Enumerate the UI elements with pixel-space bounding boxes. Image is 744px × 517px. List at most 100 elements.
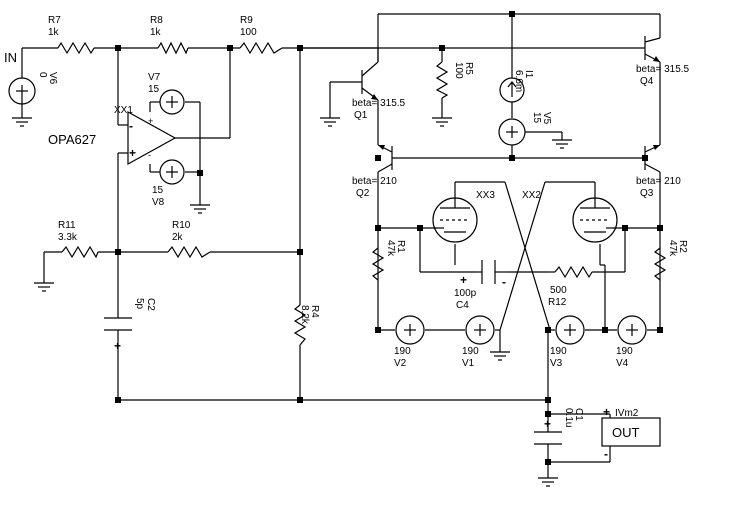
r12-ref: R12: [548, 297, 567, 308]
c1-value: 0.1u: [563, 408, 574, 427]
i1-value: 6.6m: [513, 70, 524, 92]
v8-value: 15: [152, 185, 164, 196]
source-v7: V7 15: [148, 72, 185, 115]
svg-text:+: +: [603, 405, 610, 419]
r5-ref: R5: [463, 62, 474, 75]
r2-value: 47k: [667, 240, 678, 257]
c4-value: 100p: [454, 288, 477, 299]
i1-ref: I1: [523, 70, 534, 79]
wires: [21, 13, 661, 478]
svg-text:+: +: [148, 116, 153, 126]
q1-beta: beta= 315.5: [352, 98, 406, 109]
r11-value: 3.3k: [58, 232, 78, 243]
source-i1: I1 6.6m: [499, 70, 534, 103]
v5-ref: V5: [541, 112, 552, 125]
capacitor-c2: + C2 5p: [104, 298, 156, 353]
v6-value: 0: [37, 72, 48, 78]
svg-text:-: -: [502, 275, 506, 289]
v6-ref: V6: [47, 72, 58, 85]
svg-text:+: +: [544, 417, 551, 431]
c1-ref: C1: [573, 408, 584, 421]
v1-value: 190: [462, 346, 479, 357]
resistor-r9: R9 100: [239, 15, 283, 55]
resistor-r8: R8 1k: [150, 15, 189, 55]
resistor-r2: R2 47k: [653, 240, 688, 281]
tube-xx2: XX2: [522, 190, 618, 243]
r4-value: 8.2k: [299, 305, 310, 325]
r12-value: 500: [550, 285, 567, 296]
r7-ref: R7: [48, 15, 61, 26]
r4-ref: R4: [309, 305, 320, 318]
r1-ref: R1: [395, 240, 406, 253]
q4-beta: beta= 315.5: [636, 64, 690, 75]
tube-xx3: XX3: [432, 190, 495, 243]
v7-ref: V7: [148, 72, 161, 83]
r2-ref: R2: [677, 240, 688, 253]
source-v6: V6 0: [8, 72, 58, 105]
resistor-r5: R5 100: [435, 61, 474, 99]
v3-value: 190: [550, 346, 567, 357]
v4-ref: V4: [616, 358, 629, 369]
v1-ref: V1: [462, 358, 475, 369]
source-v3: 190 V3: [550, 315, 585, 369]
q2-ref: Q2: [356, 188, 370, 199]
svg-text:+: +: [114, 339, 121, 353]
source-v2: 190 V2: [394, 315, 425, 369]
r9-value: 100: [240, 27, 257, 38]
svg-text:-: -: [148, 150, 151, 160]
meter-ref: IVm2: [615, 408, 639, 419]
junction-dots: [115, 11, 663, 465]
r8-ref: R8: [150, 15, 163, 26]
v2-value: 190: [394, 346, 411, 357]
v2-ref: V2: [394, 358, 407, 369]
svg-text:-: -: [129, 119, 133, 133]
svg-text:-: -: [604, 447, 608, 461]
input-label: IN: [4, 50, 17, 65]
svg-text:+: +: [129, 146, 136, 160]
opamp-part: OPA627: [48, 132, 96, 147]
q2-beta: beta= 210: [352, 176, 397, 187]
c2-ref: C2: [145, 298, 156, 311]
resistor-r11: R11 3.3k: [58, 220, 99, 259]
v7-value: 15: [148, 84, 160, 95]
r7-value: 1k: [48, 27, 60, 38]
transistor-q1: beta= 315.5 Q1: [352, 61, 406, 121]
r8-value: 1k: [150, 27, 162, 38]
v3-ref: V3: [550, 358, 563, 369]
resistor-r1: R1 47k: [371, 240, 406, 281]
source-v1: 190 V1: [462, 315, 495, 369]
opamp-xx1: - + + - XX1 OPA627: [48, 105, 177, 166]
r11-ref: R11: [58, 220, 76, 231]
c4-ref: C4: [456, 300, 469, 311]
v4-value: 190: [616, 346, 633, 357]
r5-value: 100: [453, 62, 464, 79]
q1-ref: Q1: [354, 110, 368, 121]
r9-ref: R9: [240, 15, 253, 26]
opamp-ref: XX1: [114, 105, 133, 116]
transistor-q4: beta= 315.5 Q4: [636, 36, 690, 87]
svg-text:+: +: [460, 273, 467, 287]
tube-xx3-ref: XX3: [476, 190, 495, 201]
tube-xx2-ref: XX2: [522, 190, 541, 201]
resistor-r12: 500 R12: [548, 265, 593, 308]
meter-ivm2: OUT IVm2 + -: [601, 405, 661, 461]
resistor-r4: R4 8.2k: [293, 304, 320, 346]
r10-ref: R10: [172, 220, 191, 231]
r1-value: 47k: [385, 240, 396, 257]
transistor-q2: beta= 210 Q2: [352, 144, 397, 199]
q3-beta: beta= 210: [636, 176, 681, 187]
v5-value: 15: [531, 112, 542, 124]
source-v4: 190 V4: [616, 315, 647, 369]
q3-ref: Q3: [640, 188, 654, 199]
source-v5: V5 15: [498, 112, 552, 146]
q4-ref: Q4: [640, 76, 654, 87]
c2-value: 5p: [134, 298, 145, 310]
transistor-q3: beta= 210 Q3: [636, 144, 681, 199]
ground-symbols: [12, 117, 572, 487]
r10-value: 2k: [172, 232, 184, 243]
v8-ref: V8: [152, 197, 165, 208]
capacitor-c1: + C1 0.1u: [534, 408, 584, 445]
resistor-r10: R10 2k: [167, 220, 211, 259]
capacitor-c4: + - 100p C4: [454, 260, 510, 311]
